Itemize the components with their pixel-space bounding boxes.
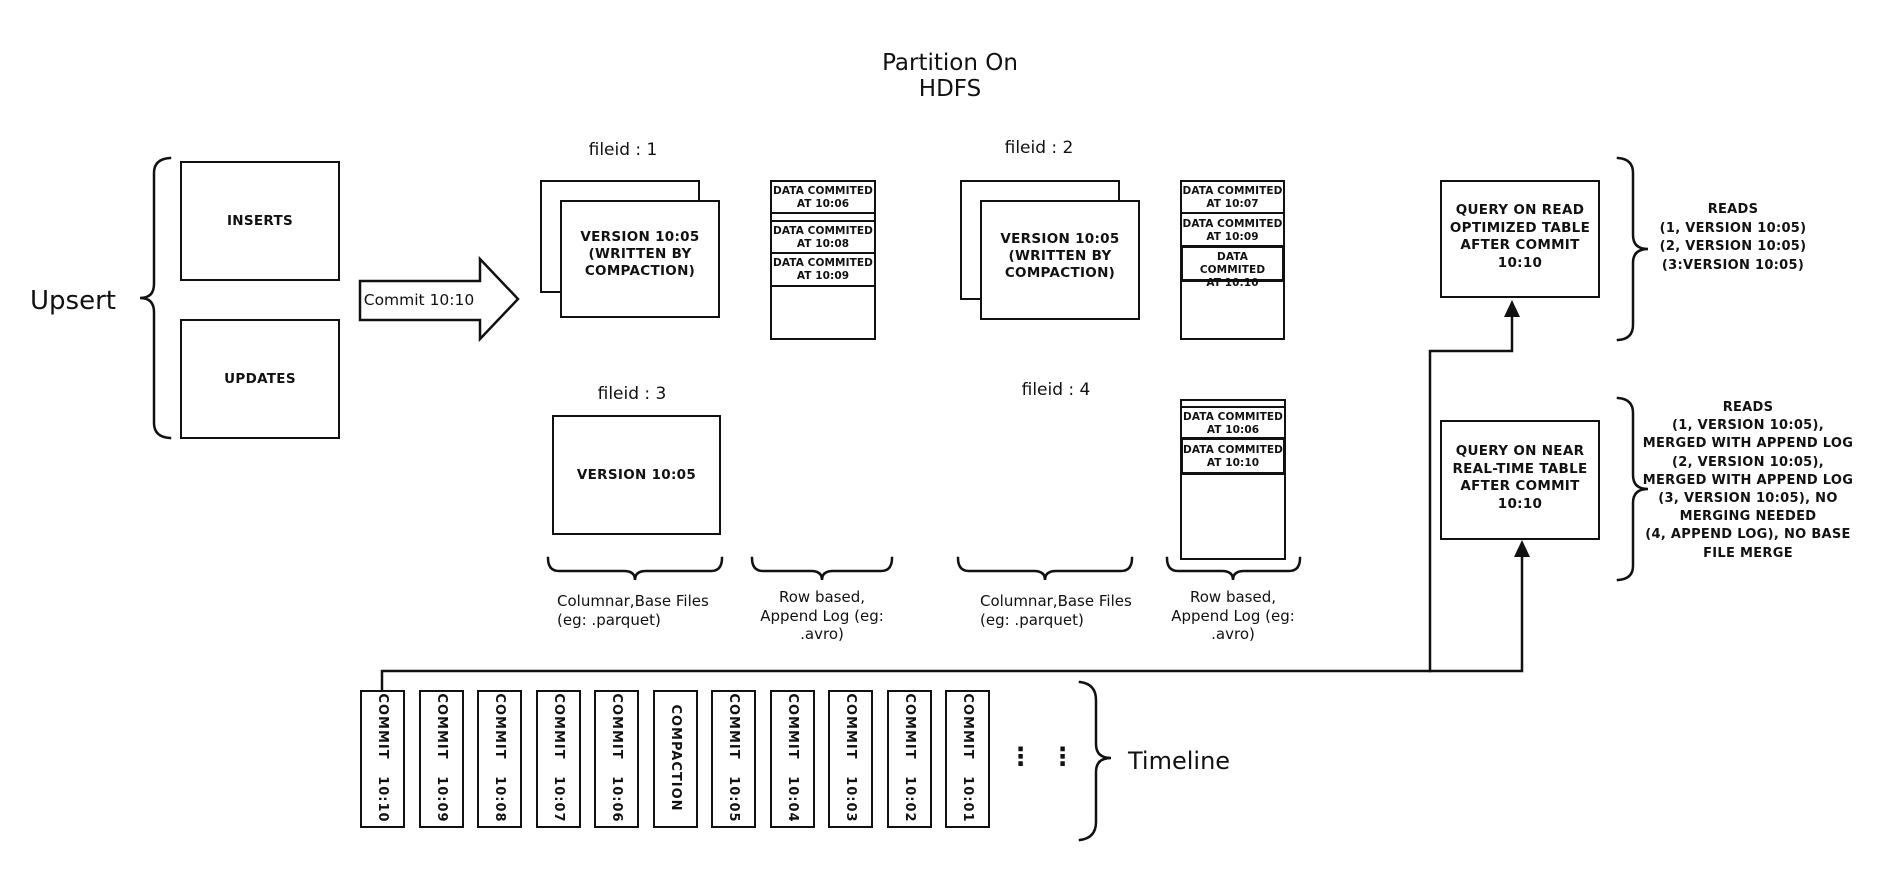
fileid-3-base-box: VERSION 10:05 (552, 415, 721, 535)
timeline-commit-10-04-text: COMMIT 10:04 (785, 693, 800, 823)
timeline-to-ro-line (1428, 306, 1514, 673)
fileid-1-label: fileid : 1 (588, 140, 658, 160)
updates-label: UPDATES (224, 370, 296, 387)
timeline-label: Timeline (1128, 747, 1231, 775)
timeline-commit-10-10: COMMIT 10:10 (360, 690, 405, 828)
timeline-commit-10-05: COMMIT 10:05 (711, 690, 756, 828)
fileid-4-label: fileid : 4 (1021, 380, 1091, 400)
rowbased-label-2: Row based, Append Log (eg: .avro) (1171, 588, 1295, 643)
timeline-ellipsis-1: ⋮ (1008, 742, 1033, 771)
commit-arrow-icon (358, 255, 520, 343)
timeline-commit-10-07: COMMIT 10:07 (536, 690, 581, 828)
columnar-brace-1 (546, 556, 724, 581)
upsert-label: Upsert (30, 286, 116, 316)
reads-brace-1 (1616, 156, 1649, 342)
updates-box: UPDATES (180, 319, 340, 439)
columnar-label-2: Columnar,Base Files (eg: .parquet) (980, 592, 1132, 629)
log-4-cell-0-text: DATA COMMITED AT 10:06 (1183, 411, 1283, 436)
timeline-commit-10-01: COMMIT 10:01 (945, 690, 990, 828)
log-1-cell-0: DATA COMMITED AT 10:06 (770, 180, 876, 215)
timeline-commit-10-05-text: COMMIT 10:05 (726, 693, 741, 823)
log-4-cell-1: DATA COMMITED AT 10:10 (1180, 437, 1286, 475)
timeline-commit-10-07-text: COMMIT 10:07 (551, 693, 566, 823)
columnar-brace-2 (956, 556, 1134, 581)
log-1-cell-1-text: DATA COMMITED AT 10:08 (773, 225, 873, 250)
rowbased-brace-2 (1165, 556, 1302, 581)
timeline-compaction: COMPACTION (653, 690, 698, 828)
reads-read-optimized: READS (1, VERSION 10:05) (2, VERSION 10:… (1659, 202, 1807, 273)
log-1-cell-2-text: DATA COMMITED AT 10:09 (773, 257, 873, 282)
timeline-commit-10-04: COMMIT 10:04 (770, 690, 815, 828)
log-2-cell-0-text: DATA COMMITED AT 10:07 (1182, 185, 1283, 210)
fileid-3-base-text: VERSION 10:05 (576, 466, 697, 483)
arrowhead-ro (1504, 300, 1520, 317)
log-2-cell-1: DATA COMMITED AT 10:09 (1180, 212, 1285, 248)
log-1-cell-1: DATA COMMITED AT 10:08 (770, 220, 876, 255)
log-4-cell-1-text: DATA COMMITED AT 10:10 (1183, 444, 1283, 469)
page-title: Partition On HDFS (882, 50, 1018, 102)
fileid-2-base-front: VERSION 10:05 (WRITTEN BY COMPACTION) (980, 200, 1140, 320)
timeline-commit-10-01-text: COMMIT 10:01 (960, 693, 975, 823)
commit-arrow-label: Commit 10:10 (363, 291, 475, 309)
fileid-1-base-front: VERSION 10:05 (WRITTEN BY COMPACTION) (560, 200, 720, 318)
log-1-cell-0-text: DATA COMMITED AT 10:06 (773, 185, 873, 210)
timeline-commit-10-08: COMMIT 10:08 (477, 690, 522, 828)
reads-brace-2 (1616, 396, 1649, 582)
inserts-label: INSERTS (226, 212, 294, 229)
columnar-label-1: Columnar,Base Files (eg: .parquet) (557, 592, 709, 629)
fileid-3-label: fileid : 3 (597, 384, 667, 404)
timeline-commit-10-03: COMMIT 10:03 (828, 690, 873, 828)
timeline-commit-10-08-text: COMMIT 10:08 (492, 693, 507, 823)
inserts-box: INSERTS (180, 161, 340, 281)
log-2-cell-0: DATA COMMITED AT 10:07 (1180, 180, 1285, 215)
log-2-cell-1-text: DATA COMMITED AT 10:09 (1182, 218, 1283, 243)
timeline-commit-10-06-text: COMMIT 10:06 (609, 693, 624, 823)
log-2-cell-2: DATA COMMITED AT 10:10 (1180, 245, 1285, 289)
timeline-commit-10-02-text: COMMIT 10:02 (902, 693, 917, 823)
timeline-brace (1078, 680, 1112, 842)
rowbased-label-1: Row based, Append Log (eg: .avro) (760, 588, 884, 643)
query-read-optimized-text: QUERY ON READ OPTIMIZED TABLE AFTER COMM… (1449, 202, 1591, 271)
log-4-cell-0: DATA COMMITED AT 10:06 (1180, 406, 1286, 439)
arrowhead-nrt (1514, 540, 1530, 557)
timeline-commit-10-06: COMMIT 10:06 (594, 690, 639, 828)
timeline-ellipsis-2: ⋮ (1050, 742, 1075, 771)
fileid-2-label: fileid : 2 (1004, 138, 1074, 158)
fileid-1-base-text: VERSION 10:05 (WRITTEN BY COMPACTION) (580, 229, 700, 279)
timeline-to-nrt-line (380, 546, 1524, 692)
timeline-commit-10-02: COMMIT 10:02 (887, 690, 932, 828)
timeline-commit-10-09: COMMIT 10:09 (419, 690, 464, 828)
query-near-realtime-text: QUERY ON NEAR REAL-TIME TABLE AFTER COMM… (1452, 443, 1588, 512)
rowbased-brace-1 (750, 556, 894, 581)
timeline-commit-10-09-text: COMMIT 10:09 (434, 693, 449, 823)
timeline-commit-10-03-text: COMMIT 10:03 (843, 693, 858, 823)
timeline-compaction-text: COMPACTION (668, 704, 683, 812)
log-2-cell-2-text: DATA COMMITED AT 10:10 (1199, 251, 1266, 289)
upsert-brace (139, 156, 172, 440)
query-near-realtime-box: QUERY ON NEAR REAL-TIME TABLE AFTER COMM… (1440, 420, 1600, 540)
reads-near-realtime: READS (1, VERSION 10:05), MERGED WITH AP… (1642, 400, 1854, 561)
timeline-commit-10-10-text: COMMIT 10:10 (375, 693, 390, 823)
fileid-2-base-text: VERSION 10:05 (WRITTEN BY COMPACTION) (1000, 231, 1120, 281)
log-1-cell-2: DATA COMMITED AT 10:09 (770, 252, 876, 287)
query-read-optimized-box: QUERY ON READ OPTIMIZED TABLE AFTER COMM… (1440, 180, 1600, 298)
